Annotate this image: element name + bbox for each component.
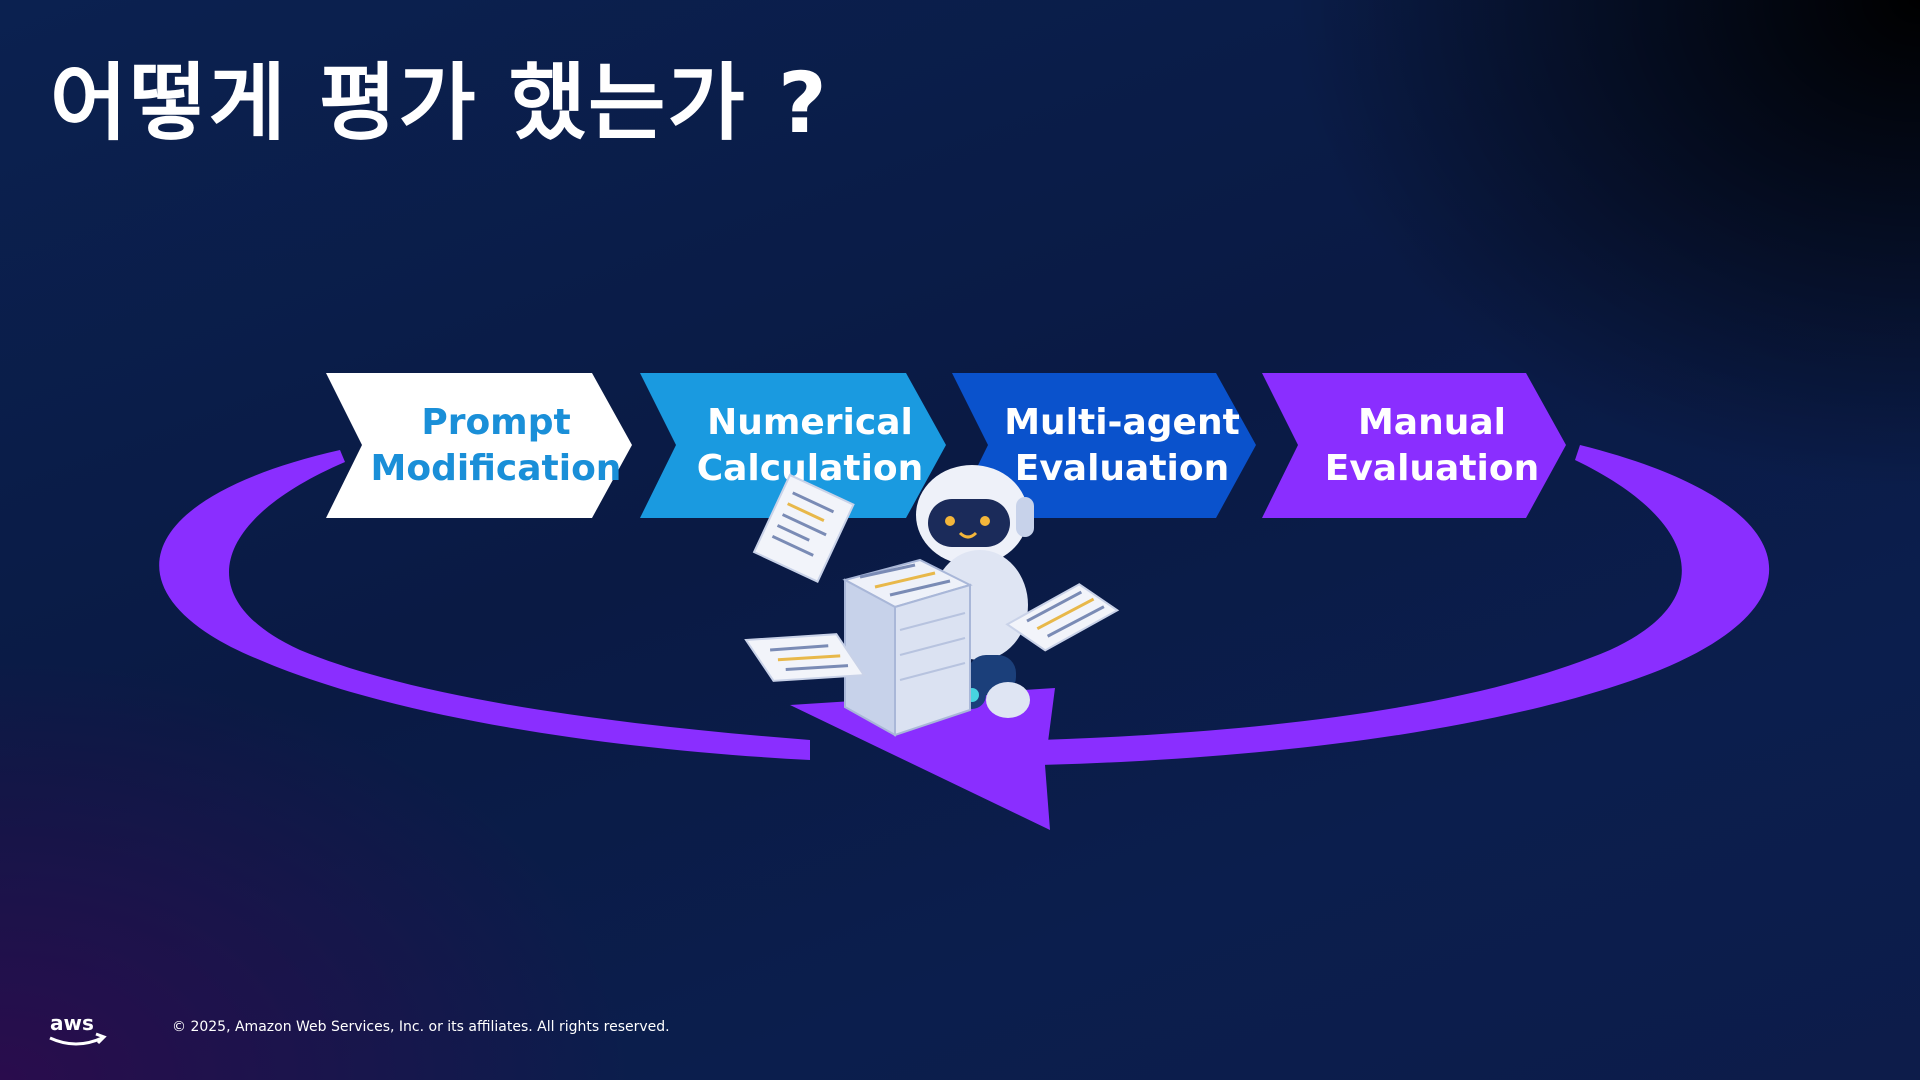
step-label-line2: Evaluation xyxy=(1014,447,1230,489)
chevron-numerical-calculation xyxy=(640,373,946,518)
chevron-manual-evaluation xyxy=(1262,373,1566,518)
step-label-line1: Numerical xyxy=(707,401,913,443)
step-manual-evaluation: Manual Evaluation xyxy=(1256,373,1588,518)
document-stack-icon xyxy=(842,558,973,737)
paper-left-icon xyxy=(744,633,866,682)
robot-head xyxy=(916,465,1034,565)
step-multi-agent-evaluation: Multi-agent Evaluation xyxy=(946,373,1278,518)
cycle-arrow-left-arc xyxy=(159,450,810,760)
step-label-line2: Evaluation xyxy=(1324,447,1540,489)
step-prompt-modification: Prompt Modification xyxy=(320,373,652,518)
step-label-line1: Multi-agent xyxy=(1004,401,1240,443)
robot-illustration xyxy=(744,465,1120,737)
step-numerical-calculation: Numerical Calculation xyxy=(634,373,966,518)
cycle-arrow-head xyxy=(790,688,1055,830)
slide-title: 어떻게 평가 했는가 ? xyxy=(50,54,829,152)
chevron-prompt-modification xyxy=(326,373,632,518)
chevron-multi-agent-evaluation xyxy=(952,373,1256,518)
aws-logo-icon: aws xyxy=(49,1011,107,1046)
step-label-line2: Calculation xyxy=(696,447,924,489)
paper-right-icon xyxy=(1005,583,1120,652)
flying-paper-icon xyxy=(752,473,855,583)
step-label-line2: Modification xyxy=(370,447,622,489)
cycle-arrow-right-arc xyxy=(1040,445,1770,765)
step-label-line1: Prompt xyxy=(421,401,571,443)
copyright-text: © 2025, Amazon Web Services, Inc. or its… xyxy=(172,1019,670,1035)
aws-logo-text: aws xyxy=(50,1011,94,1035)
step-label-line1: Manual xyxy=(1357,401,1506,443)
